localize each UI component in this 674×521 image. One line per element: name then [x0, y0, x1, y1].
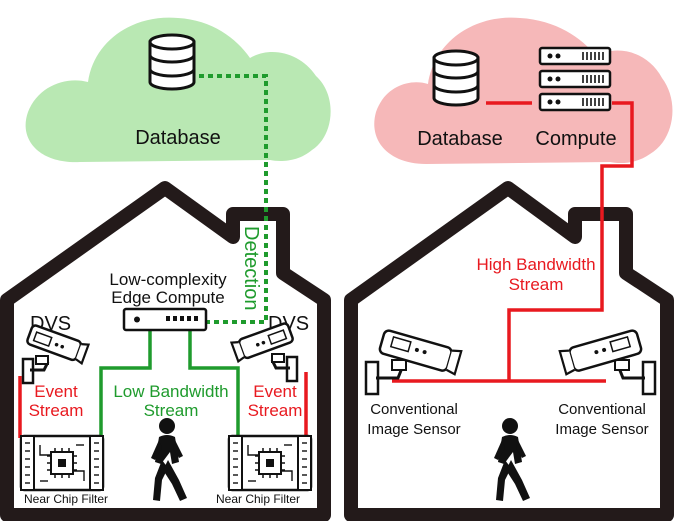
low-bandwidth-label-2: Stream — [144, 401, 199, 420]
conventional-sensor-right-1: Conventional — [558, 401, 646, 418]
detection-label: Detection — [240, 226, 262, 311]
high-bandwidth-label-2: Stream — [509, 275, 564, 294]
database-icon-right — [432, 49, 480, 107]
cloud-left: Database — [25, 17, 331, 163]
server-rack-icon — [538, 46, 612, 112]
event-stream-right-2: Stream — [248, 401, 303, 420]
event-stream-right-1: Event — [253, 382, 297, 401]
conventional-sensor-left-2: Image Sensor — [367, 421, 460, 438]
database-icon — [148, 33, 196, 91]
edge-compute-label-2: Edge Compute — [111, 288, 224, 307]
cloud-right: Database Compute — [374, 17, 673, 164]
detection-link — [199, 74, 268, 324]
event-stream-left-1: Event — [34, 382, 78, 401]
conventional-sensor-left-1: Conventional — [370, 401, 458, 418]
edge-compute-label-1: Low-complexity — [109, 270, 227, 289]
conventional-sensor-right-2: Image Sensor — [555, 421, 648, 438]
chip-board-icon-left — [19, 434, 105, 492]
cloud-left-database-label: Database — [135, 127, 221, 149]
dvs-camera-icon-left — [21, 322, 91, 385]
network-switch-icon — [122, 307, 208, 332]
low-bandwidth-links — [99, 329, 240, 441]
cloud-right-database-label: Database — [417, 128, 503, 150]
security-camera-icon-right — [558, 327, 657, 396]
near-chip-filter-left-label: Near Chip Filter — [24, 492, 108, 506]
event-stream-links — [18, 372, 308, 438]
cloud-right-compute-label: Compute — [535, 128, 616, 150]
walking-person-icon — [151, 418, 187, 501]
high-bandwidth-link — [392, 101, 634, 383]
high-bandwidth-label-1: High Bandwidth — [476, 255, 595, 274]
dvs-camera-icon-right — [229, 320, 299, 383]
low-bandwidth-label-1: Low Bandwidth — [113, 382, 228, 401]
near-chip-filter-right-label: Near Chip Filter — [216, 492, 300, 506]
walking-person-icon-right — [494, 418, 530, 501]
event-stream-left-2: Stream — [29, 401, 84, 420]
house-left-outline — [0, 181, 331, 521]
security-camera-icon-left — [364, 327, 463, 396]
chip-board-icon-right — [227, 434, 313, 492]
